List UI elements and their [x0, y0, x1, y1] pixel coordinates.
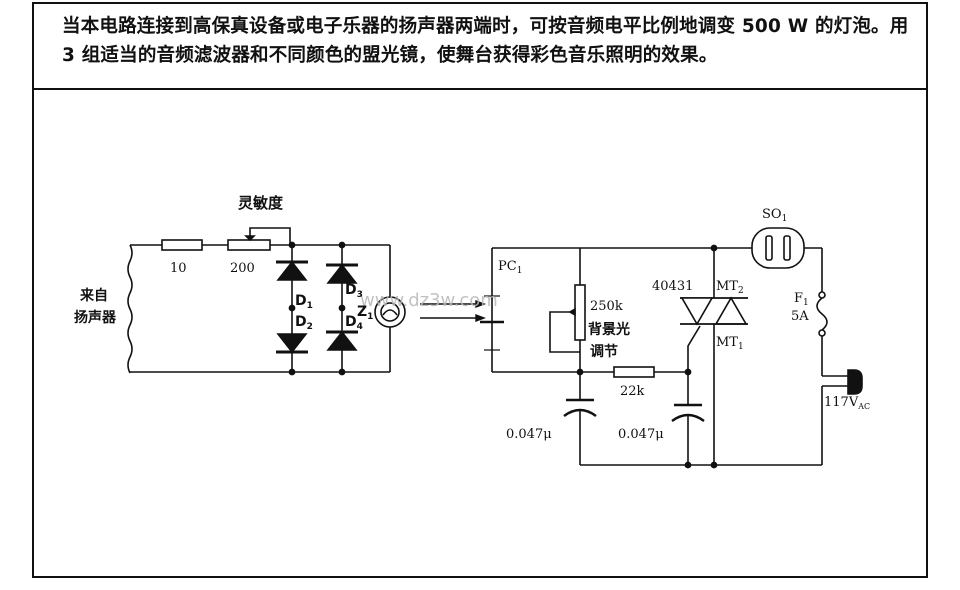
diode-d1	[276, 260, 308, 281]
junction	[338, 241, 346, 249]
resistor-r3	[613, 366, 655, 378]
wiper-arrow	[568, 307, 576, 317]
outer-frame	[32, 2, 928, 578]
junction	[576, 368, 584, 376]
lamp-z1	[374, 296, 406, 328]
junction	[288, 304, 296, 312]
label-d4: D4	[345, 314, 363, 332]
label-fuse-value: 5A	[791, 309, 809, 324]
lamp-z1-inner	[380, 302, 400, 322]
label-fuse: F1	[794, 291, 809, 308]
watermark-text: www.dz3w.com	[360, 290, 498, 311]
fuse-f1	[816, 297, 828, 331]
label-c2: 0.047μ	[618, 427, 664, 442]
label-c1: 0.047μ	[506, 427, 552, 442]
mains-plug-icon	[847, 369, 863, 395]
label-r2: 200	[230, 261, 255, 276]
label-pc1: PC1	[498, 259, 522, 276]
socket-pin	[765, 235, 773, 261]
junction	[288, 368, 296, 376]
resistor-r1	[161, 239, 203, 251]
label-mt2: MT2	[716, 279, 744, 296]
potentiometer-background	[574, 284, 586, 341]
label-input-source-1: 来自	[79, 287, 108, 304]
lamp-filament	[382, 309, 398, 316]
label-sensitivity: 灵敏度	[238, 194, 284, 212]
light-rays	[420, 299, 486, 323]
triac-gate	[687, 325, 701, 372]
label-r3: 22k	[620, 384, 645, 399]
label-mt1: MT1	[716, 335, 744, 352]
pot-wiper-link	[549, 311, 580, 353]
junction	[684, 461, 692, 469]
diode-d4	[326, 330, 358, 351]
diode-d3	[326, 263, 358, 284]
fuse-terminal	[818, 291, 826, 299]
label-triac: 40431	[652, 279, 693, 294]
triac-left-diode	[680, 297, 714, 326]
label-r1: 10	[170, 261, 187, 276]
label-d1: D1	[295, 293, 313, 311]
label-mains: 117VAC	[824, 395, 870, 411]
label-pot-name-1: 背景光	[588, 321, 630, 338]
label-pot-value: 250k	[590, 299, 623, 314]
pot-wiper	[249, 227, 291, 245]
header-divider	[32, 88, 928, 90]
junction	[288, 241, 296, 249]
potentiometer-sensitivity	[227, 239, 271, 251]
label-pot-name-2: 调节	[590, 343, 618, 360]
label-d3: D3	[345, 282, 363, 300]
description-text: 当本电路连接到高保真设备或电子乐器的扬声器两端时，可按音频电平比例地调变 500…	[62, 16, 909, 66]
junction	[338, 368, 346, 376]
label-d2: D2	[295, 314, 313, 332]
triac-right-diode	[714, 296, 748, 325]
label-z1: Z1	[357, 304, 373, 322]
label-socket: SO1	[762, 207, 787, 224]
junction	[338, 304, 346, 312]
diode-d2	[276, 333, 308, 354]
input-break-line	[127, 244, 133, 374]
wiper-arrow	[244, 235, 256, 242]
socket-pin	[783, 235, 791, 261]
label-input-source-2: 扬声器	[74, 309, 117, 326]
socket-so1	[751, 227, 805, 269]
fuse-terminal	[818, 329, 826, 337]
junction	[710, 244, 718, 252]
